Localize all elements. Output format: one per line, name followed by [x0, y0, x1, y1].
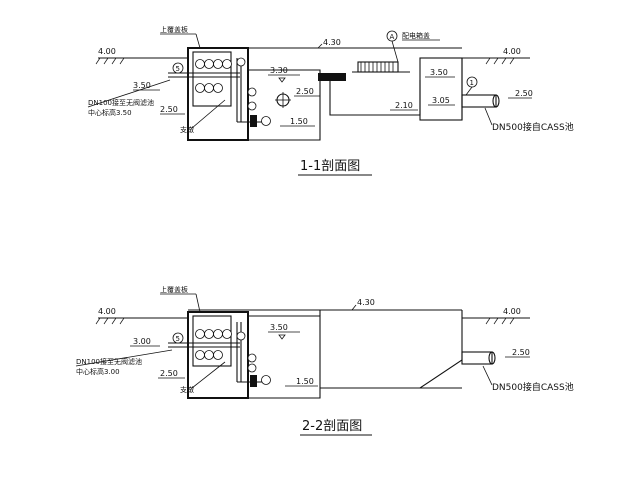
distribution-box-1 — [357, 61, 399, 73]
marker-a-text-1: A — [390, 33, 395, 41]
pipe-level-1: 2.50 — [515, 89, 533, 98]
inlet-note1-1: DN100接至无阀滤池 — [88, 98, 154, 107]
distribution-box-label-1: 配电箱盖 — [402, 31, 430, 40]
filter-box-2 — [192, 315, 232, 367]
water-level-2: 3.50 — [270, 323, 288, 332]
inlet-note2-1: 中心标高3.50 — [88, 108, 132, 117]
cover-plate-label-2: 上覆盖板 — [160, 285, 188, 294]
pipe-note-2: DN500接自CASS池 — [492, 381, 574, 393]
marker-1-text-1: 1 — [470, 79, 474, 87]
marker-5-2 — [172, 332, 184, 344]
marker-5-text-2: 5 — [176, 335, 180, 343]
pipe-level-2: 2.50 — [512, 348, 530, 357]
section-2-2: 4.00 4.00 4.30 上覆盖板 5 3.00 DN100接至无阀滤池 中… — [75, 285, 574, 436]
pipe-note-1: DN500接自CASS池 — [492, 121, 574, 133]
top-slab-level-1: 4.30 — [323, 38, 341, 47]
pump-icon-1 — [261, 116, 271, 126]
left-level-2: 2.50 — [160, 369, 178, 378]
outlet-pipe-1 — [461, 94, 497, 108]
pump-icon-2 — [261, 375, 271, 385]
ground-hatch-right-1 — [485, 57, 515, 65]
mid-level-1: 2.50 — [296, 87, 314, 96]
support-label-2: 支墩 — [180, 385, 194, 394]
cover-plate-label-1: 上覆盖板 — [160, 25, 188, 34]
marker-5-1 — [172, 62, 184, 74]
marker-5-text-1: 5 — [176, 65, 180, 73]
right-level-1: 3.05 — [432, 96, 450, 105]
bottom-level-1: 1.50 — [290, 117, 308, 126]
left-level-1: 2.50 — [160, 105, 178, 114]
filter-components-1 — [195, 59, 232, 93]
vent-block-1 — [318, 73, 346, 81]
right-water-level-1: 3.50 — [430, 68, 448, 77]
inlet-level-1: 3.50 — [133, 81, 151, 90]
inlet-note1-2: DN100接至无阀滤池 — [76, 357, 142, 366]
top-slab-level-2: 4.30 — [357, 298, 375, 307]
ground-level-left-1: 4.00 — [98, 47, 116, 56]
inlet-note2-2: 中心标高3.00 — [76, 367, 120, 376]
ground-level-right-1: 4.00 — [503, 47, 521, 56]
filter-components-2 — [195, 329, 232, 360]
filter-box-1 — [192, 51, 232, 107]
section-1-1: 4.00 4.00 4.30 上覆盖板 配电箱盖 A — [87, 25, 574, 176]
outlet-pipe-2 — [461, 351, 493, 365]
ground-level-left-2: 4.00 — [98, 307, 116, 316]
inlet-level-2: 3.00 — [133, 337, 151, 346]
ground-level-right-2: 4.00 — [503, 307, 521, 316]
section-title-1: 1-1剖面图 — [300, 159, 360, 174]
bottom-level-2: 1.50 — [296, 377, 314, 386]
right-bottom-level-1: 2.10 — [395, 101, 413, 110]
ground-hatch-left-1 — [95, 57, 125, 65]
water-level-1: 3.30 — [270, 66, 288, 75]
support-label-1: 支墩 — [180, 125, 194, 134]
pump-well-2 — [187, 311, 249, 399]
section-title-2: 2-2剖面图 — [302, 419, 362, 434]
